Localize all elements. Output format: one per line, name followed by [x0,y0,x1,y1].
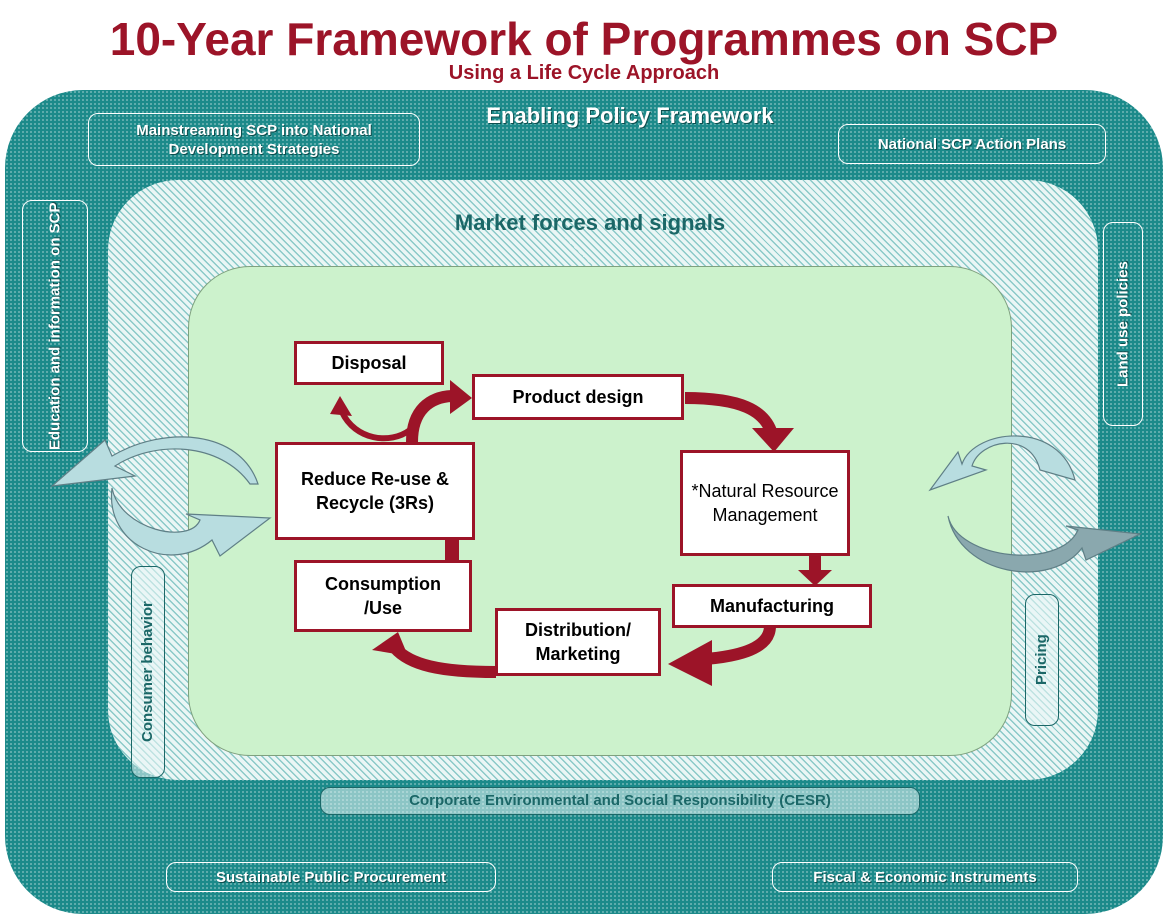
manufacturing-box: Manufacturing [672,584,872,628]
arrowhead-manufacturing [798,570,832,586]
arrow-to-natural-resource [684,392,778,437]
reduce-box: Reduce Re-use & Recycle (3Rs) [275,442,475,540]
arrowhead-distribution [668,640,712,686]
natural-resource-box: *Natural Resource Management [680,450,850,556]
enabling-policy-heading: Enabling Policy Framework [486,103,774,128]
arrow-to-consumption [390,643,497,678]
mainstreaming-label: Mainstreaming SCP into National Developm… [88,113,420,166]
diagram-subtitle: Using a Life Cycle Approach [448,62,720,84]
market-forces-heading: Market forces and signals [454,210,726,235]
diagram-title: 10-Year Framework of Programmes on SCP [109,13,1059,65]
product-design-box: Product design [472,374,684,420]
distribution-box: Distribution/ Marketing [495,608,661,676]
fiscal-label: Fiscal & Economic Instruments [772,862,1078,892]
cesr-label: Corporate Environmental and Social Respo… [320,787,920,815]
action-plans-label: National SCP Action Plans [838,124,1106,164]
arrowhead-consumption [372,632,408,656]
right-cycle-arrows-icon [928,435,1143,573]
arrow-to-disposal [339,410,412,442]
arrowhead-product-design [450,380,472,414]
procurement-label: Sustainable Public Procurement [166,862,496,892]
disposal-box: Disposal [294,341,444,385]
consumption-box: Consumption /Use [294,560,472,632]
arrow-to-product-design [406,390,453,443]
left-cycle-arrows-icon [50,436,272,557]
arrowhead-natural-resource [752,428,794,452]
arrowhead-disposal [330,396,352,416]
